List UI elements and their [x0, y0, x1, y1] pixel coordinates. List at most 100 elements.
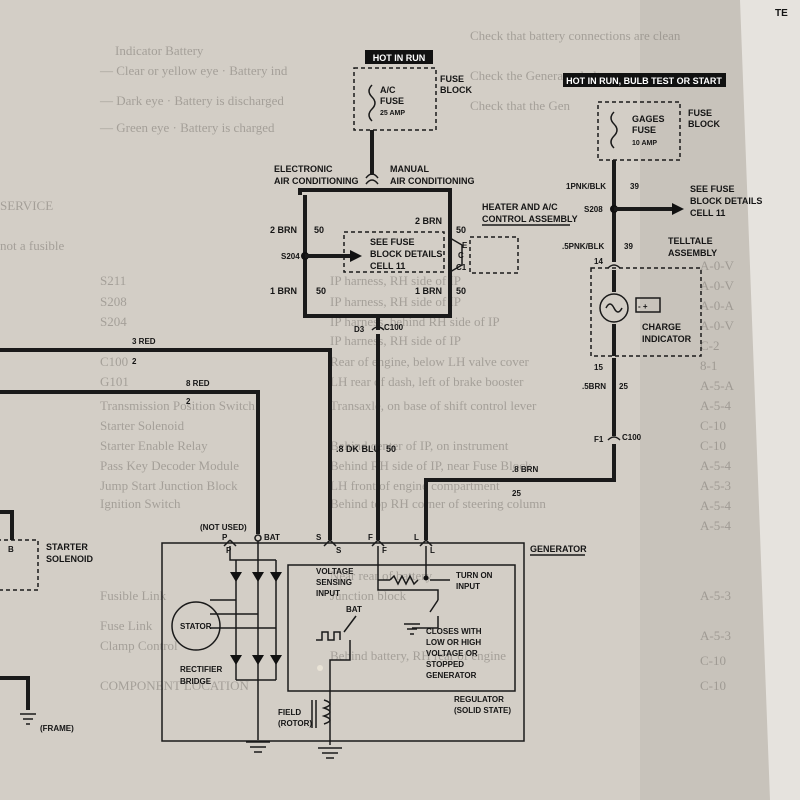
wire-label: 1 BRN — [415, 286, 442, 296]
svg-text:8-1: 8-1 — [700, 358, 717, 373]
wire-label: .8 DK BLU — [336, 444, 380, 454]
electronic-ac-label: ELECTRONIC — [274, 164, 333, 174]
option-split-right — [365, 179, 379, 185]
wire-number: 50 — [314, 225, 324, 235]
rectifier-label: RECTIFIER — [180, 665, 222, 674]
svg-text:Indicator Battery: Indicator Battery — [115, 43, 204, 58]
charge-indicator-label: CHARGE — [642, 322, 681, 332]
svg-text:A-5-3: A-5-3 — [700, 628, 731, 643]
svg-text:A-5-A: A-5-A — [700, 378, 735, 393]
note-text: SEE FUSE — [370, 237, 415, 247]
gages-fuse-label: GAGES — [632, 114, 665, 124]
terminal-label: F — [368, 533, 373, 542]
wire-label: .8 BRN — [512, 465, 538, 474]
wire-number: 50 — [386, 444, 396, 454]
battery-icon — [635, 297, 661, 313]
battery-icon-sign: - + — [638, 302, 648, 311]
svg-text:Rear of engine, below LH valve: Rear of engine, below LH valve cover — [330, 354, 530, 369]
svg-text:Clamp Control: Clamp Control — [100, 638, 178, 653]
svg-text:A-5-4: A-5-4 — [700, 398, 732, 413]
svg-text:Behind battery, RH rear of eng: Behind battery, RH rear of engine — [330, 648, 506, 663]
svg-text:S208: S208 — [100, 294, 127, 309]
brn-l-terminal-wire — [424, 444, 616, 540]
voltage-sensing-label: INPUT — [316, 589, 340, 598]
frame-label: (FRAME) — [40, 724, 74, 733]
note-text: BLOCK DETAILS — [690, 196, 762, 206]
wire-number: 50 — [316, 286, 326, 296]
svg-text:— Clear or yellow eye · Batter: — Clear or yellow eye · Battery ind — [99, 63, 288, 78]
connector-label: C100 — [384, 323, 404, 332]
note-text: CELL 11 — [370, 261, 405, 271]
svg-text:— Dark eye · Battery is discha: — Dark eye · Battery is discharged — [99, 93, 284, 108]
telltale-label: ASSEMBLY — [668, 248, 717, 258]
wire-number: 2 — [132, 357, 137, 366]
ground-icon — [318, 747, 342, 759]
terminal-label: P — [226, 546, 232, 555]
svg-text:A-5-3: A-5-3 — [700, 478, 731, 493]
charge-indicator-label: INDICATOR — [642, 334, 692, 344]
closes-label: GENERATOR — [426, 671, 477, 680]
option-split-left — [365, 173, 379, 179]
svg-text:C-10: C-10 — [700, 438, 726, 453]
hot-in-run-label: HOT IN RUN — [365, 50, 433, 64]
svg-text:Behind top RH corner of steeri: Behind top RH corner of steering column — [330, 496, 546, 511]
manual-ac-label: MANUAL — [390, 164, 429, 174]
pin-label: 14 — [594, 257, 603, 266]
svg-text:A-5-4: A-5-4 — [700, 458, 732, 473]
regulator-label: REGULATOR — [454, 695, 504, 704]
ground-icon — [246, 741, 270, 753]
svg-text:LH rear of dash, left of brake: LH rear of dash, left of brake booster — [330, 374, 524, 389]
fuse-block-label: FUSE — [688, 108, 712, 118]
voltage-sensing-label: VOLTAGE — [316, 567, 354, 576]
corner-mark: TE — [775, 8, 788, 19]
svg-text:A-0-V: A-0-V — [700, 278, 735, 293]
svg-text:IP harness, RH side of IP: IP harness, RH side of IP — [330, 294, 461, 309]
svg-text:G101: G101 — [100, 374, 129, 389]
telltale-box — [590, 267, 702, 357]
connector-label: E — [462, 241, 468, 250]
svg-text:Near rear of battery: Near rear of battery — [330, 568, 433, 583]
fuse-block-label: FUSE — [440, 74, 464, 84]
heater-ac-connector — [449, 237, 463, 273]
wire-number: 50 — [456, 225, 466, 235]
svg-text:not a fusible: not a fusible — [0, 238, 64, 253]
svg-text:Ignition Switch: Ignition Switch — [100, 496, 181, 511]
connector-label: D3 — [354, 325, 365, 334]
svg-text:S204: S204 — [100, 314, 127, 329]
note-text: SEE FUSE — [690, 184, 735, 194]
svg-text:Transmission Position Switch: Transmission Position Switch — [100, 398, 255, 413]
terminal-label: P — [222, 533, 228, 542]
svg-text:Check that the Gen: Check that the Gen — [470, 98, 570, 113]
svg-text:Fusible Link: Fusible Link — [100, 588, 167, 603]
generator-box — [161, 542, 525, 742]
wire-number: 50 — [456, 286, 466, 296]
turn-on-label: INPUT — [456, 582, 480, 591]
terminal-label: L — [414, 533, 419, 542]
svg-text:Behind RH side of IP, near Fus: Behind RH side of IP, near Fuse Block — [330, 458, 532, 473]
connector-label: C — [458, 251, 464, 260]
voltage-sensing-label: SENSING — [316, 578, 352, 587]
svg-text:Starter Solenoid: Starter Solenoid — [100, 418, 185, 433]
wire-label: 1PNK/BLK — [566, 182, 606, 191]
field-core-icon — [311, 700, 317, 728]
regulator-wiring — [377, 546, 450, 600]
terminal-label: L — [430, 546, 435, 555]
svg-text:Behind center of IP, on instru: Behind center of IP, on instrument — [330, 438, 509, 453]
ac-split-wire — [298, 188, 452, 195]
svg-text:A-0-V: A-0-V — [700, 258, 735, 273]
wire-label: 2 BRN — [270, 225, 297, 235]
bulb-icon — [599, 293, 629, 323]
manual-ac-label: AIR CONDITIONING — [390, 176, 475, 186]
svg-text:Pass Key Decoder Module: Pass Key Decoder Module — [100, 458, 239, 473]
wire-label: 8 RED — [186, 379, 210, 388]
show-through-text: Indicator Battery — Clear or yellow eye … — [0, 28, 735, 693]
diode-icon — [230, 655, 282, 665]
starter-solenoid-box — [0, 539, 39, 591]
svg-text:S211: S211 — [100, 273, 126, 288]
ac-fuse-label: FUSE — [380, 96, 404, 106]
ac-fuse-box — [353, 67, 437, 131]
svg-text:C-10: C-10 — [700, 678, 726, 693]
svg-text:Transaxle, on base of shift co: Transaxle, on base of shift control leve… — [330, 398, 537, 413]
svg-text:A-5-3: A-5-3 — [700, 588, 731, 603]
